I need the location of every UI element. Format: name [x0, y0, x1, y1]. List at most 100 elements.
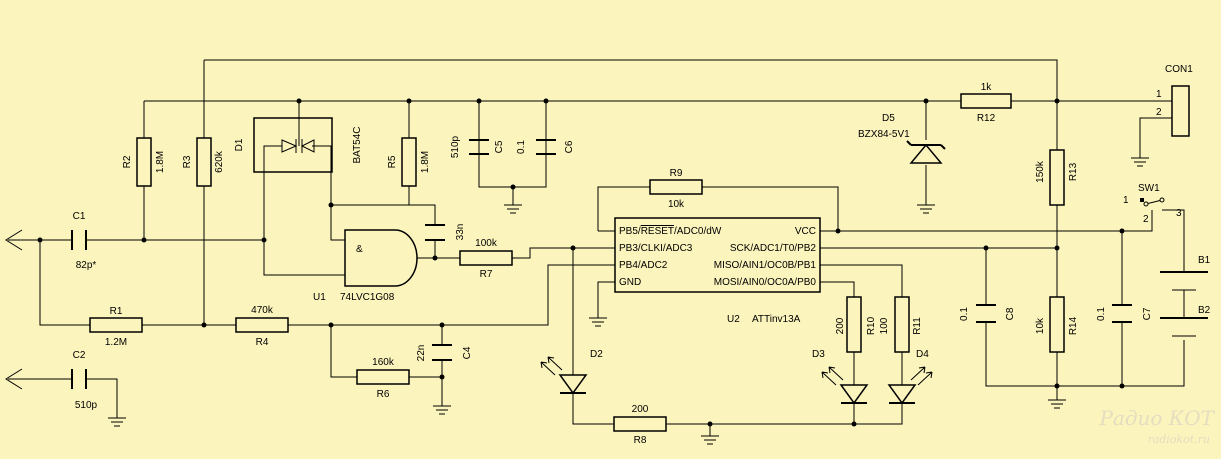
u2-value: ATTinv13A — [752, 314, 801, 325]
r1-ref: R1 — [110, 306, 123, 317]
d1-ref: D1 — [234, 138, 245, 151]
pin-pb2: SCK/ADC1/T0/PB2 — [730, 243, 817, 254]
d1-value: BAT54C — [352, 126, 363, 163]
input-arrow-1 — [5, 229, 23, 251]
u2-ref: U2 — [727, 314, 740, 325]
pin-gnd: GND — [619, 277, 641, 288]
resistor-r1: R1 1.2M — [89, 306, 143, 348]
resistor-r14: 10k R14 — [1035, 296, 1079, 353]
d2-ref: D2 — [590, 349, 603, 360]
connector-con1: CON1 1 2 — [1156, 64, 1193, 137]
c8-ref: C8 — [1005, 307, 1016, 320]
pin-pb3: PB3/CLKI/ADC3 — [619, 243, 693, 254]
led-d3: D3 — [812, 349, 869, 405]
r7-ref: R7 — [480, 269, 493, 280]
r8-ref: R8 — [634, 435, 647, 446]
c7-value: 0.1 — [1096, 307, 1107, 321]
sw1-pin3: 3 — [1176, 208, 1182, 219]
resistor-r12: 1k R12 — [960, 82, 1012, 124]
watermark-line2: radiokot.ru — [1147, 433, 1210, 446]
wires — [8, 59, 1185, 436]
r4-value: 470k — [251, 305, 274, 316]
capacitor-c2: C2 510p — [71, 350, 98, 411]
b1-ref: B1 — [1198, 255, 1211, 266]
u1-value: 74LVC1G08 — [340, 292, 395, 303]
led-d4: D4 — [887, 349, 933, 405]
con1-ref: CON1 — [1165, 64, 1193, 75]
resistor-r7: 100k R7 — [459, 238, 513, 280]
r13-ref: R13 — [1068, 162, 1079, 181]
c6-value: 0.1 — [516, 140, 527, 154]
resistor-r2: R2 1.8M — [122, 137, 166, 187]
r5-ref: R5 — [387, 155, 398, 168]
r3-ref: R3 — [182, 155, 193, 168]
r2-value: 1.8M — [155, 151, 166, 173]
junctions — [37, 98, 1125, 427]
input-arrow-2 — [5, 368, 23, 390]
c6-ref: C6 — [564, 140, 575, 153]
r1-value: 1.2M — [105, 337, 127, 348]
r14-ref: R14 — [1068, 316, 1079, 335]
capacitor-c4: 22n C4 — [416, 344, 473, 362]
r8-value: 200 — [632, 404, 649, 415]
r10-value: 200 — [835, 317, 846, 334]
d5-value: BZX84-5V1 — [858, 129, 910, 140]
led-d2: D2 — [540, 349, 603, 395]
resistor-r5: R5 1.8M — [387, 137, 431, 187]
r11-value: 100 — [879, 317, 890, 334]
r4-ref: R4 — [256, 337, 269, 348]
c4-value: 22n — [416, 345, 427, 362]
pin-pb5: PB5/RESET/ADC0/dW — [619, 226, 722, 237]
u1-symbol: & — [356, 244, 363, 255]
r11-ref: R11 — [912, 317, 923, 335]
c8-value: 0.1 — [959, 307, 970, 321]
sw1-pin2: 2 — [1143, 214, 1149, 225]
resistor-r13: 150k R13 — [1035, 149, 1079, 206]
switch-sw1: SW1 1 2 3 — [1123, 183, 1182, 225]
resistor-r10: 200 R10 — [835, 296, 877, 353]
resistor-r3: R3 620k — [182, 137, 225, 187]
capacitor-c8: 0.1 C8 — [959, 304, 1016, 323]
ground-symbols — [108, 157, 1149, 445]
sw1-pin1: 1 — [1123, 195, 1129, 206]
pin-pb0: MOSI/AIN0/OC0A/PB0 — [714, 277, 817, 288]
capacitor-c1: C1 82p* — [71, 211, 97, 271]
r6-value: 160k — [372, 357, 395, 368]
c7-ref: C7 — [1142, 307, 1153, 320]
r2-ref: R2 — [122, 155, 133, 168]
c5-ref: C5 — [494, 140, 505, 153]
c3-value: 33n — [455, 224, 466, 241]
watermark-line1: Радио КОТ — [1098, 406, 1215, 430]
battery-b1-b2: B1 B2 — [1160, 255, 1211, 337]
c4-ref: C4 — [462, 346, 473, 359]
c2-value: 510p — [75, 400, 98, 411]
u1-ref: U1 — [313, 292, 326, 303]
d3-ref: D3 — [812, 349, 825, 360]
gate-u1: & U1 74LVC1G08 — [313, 229, 418, 303]
r12-value: 1k — [981, 82, 993, 93]
c2-ref: C2 — [73, 350, 86, 361]
c1-ref: C1 — [73, 211, 86, 222]
resistor-r6: 160k R6 — [356, 357, 410, 400]
r13-value: 150k — [1035, 160, 1046, 183]
zener-d5: D5 BZX84-5V1 — [858, 113, 946, 164]
r9-ref: R9 — [670, 168, 683, 179]
capacitor-c7: 0.1 C7 — [1096, 304, 1153, 323]
d4-ref: D4 — [916, 349, 929, 360]
c1-value: 82p* — [76, 260, 97, 271]
resistor-r11: 100 R11 — [879, 296, 923, 353]
r14-value: 10k — [1035, 317, 1046, 334]
resistor-r4: 470k R4 — [235, 305, 289, 348]
capacitor-c6: 0.1 C6 — [516, 139, 575, 155]
resistor-r9: R9 10k — [649, 168, 703, 210]
diode-d1: D1 BAT54C — [234, 117, 363, 173]
r9-value: 10k — [668, 199, 685, 210]
pin-pb4: PB4/ADC2 — [619, 260, 668, 271]
mcu-u2: PB5/RESET/ADC0/dW PB3/CLKI/ADC3 PB4/ADC2… — [614, 217, 821, 325]
pin-pb1: MISO/AIN1/OC0B/PB1 — [714, 260, 817, 271]
sw1-ref: SW1 — [1138, 183, 1160, 194]
b2-ref: B2 — [1198, 305, 1211, 316]
r6-ref: R6 — [377, 389, 390, 400]
c5-value: 510p — [450, 135, 461, 158]
